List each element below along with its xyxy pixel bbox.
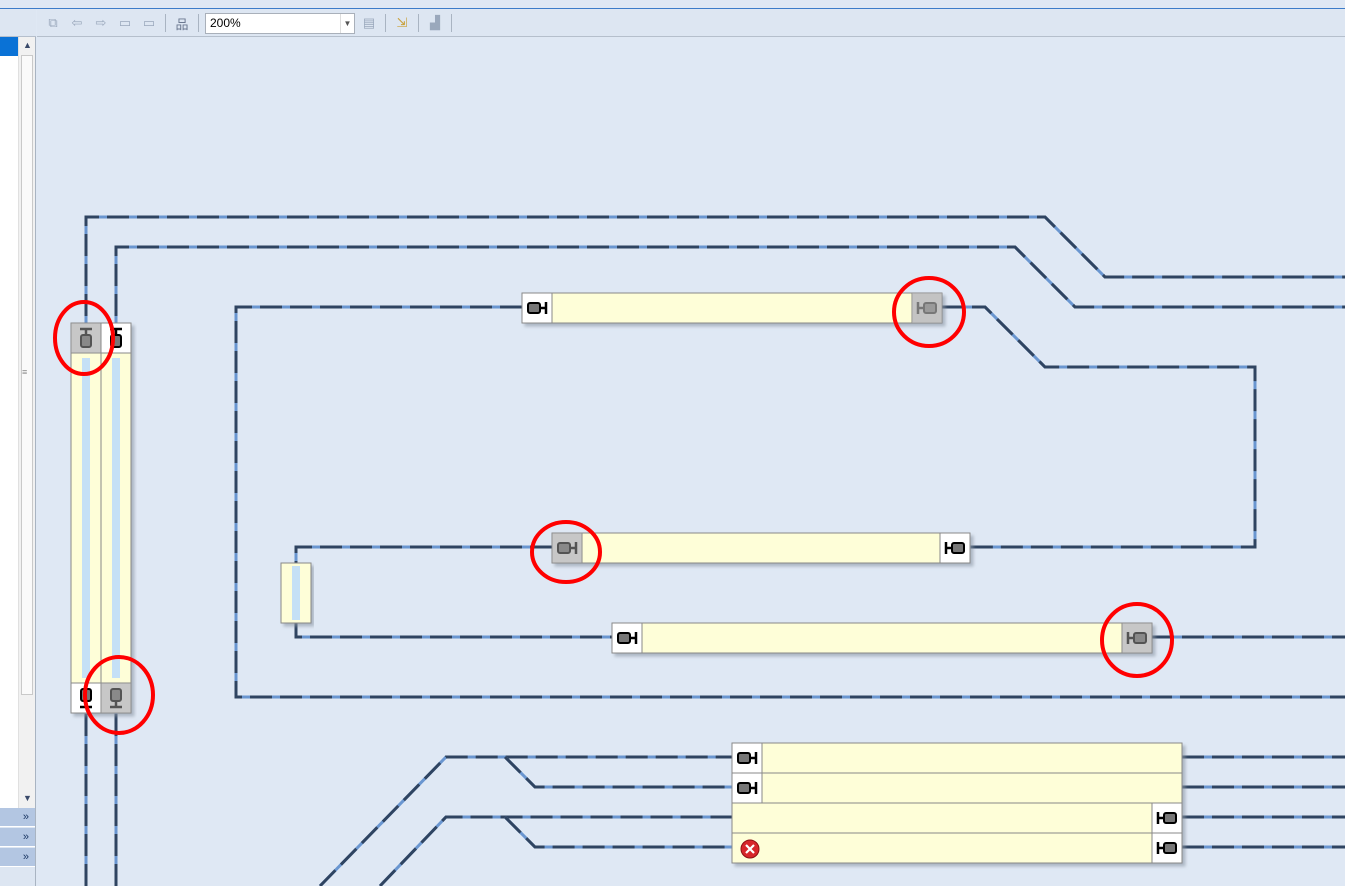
highlight-circle	[1100, 602, 1174, 678]
buffer-stop-icon[interactable]	[1150, 831, 1184, 865]
zoom-dropdown[interactable]: 200% ▼	[205, 12, 355, 34]
tree-list[interactable]	[0, 37, 18, 809]
left-panel: ▲ ≡ ▼ » » »	[0, 10, 36, 886]
diagram-canvas[interactable]	[37, 38, 1345, 886]
back-arrow-icon[interactable]: ⇦	[71, 15, 83, 30]
panel-right-icon[interactable]: ▭	[142, 15, 156, 30]
chevron-double-down-icon: »	[22, 811, 29, 823]
expand-section-1[interactable]: »	[0, 808, 35, 827]
track-segment[interactable]	[503, 755, 732, 789]
buffer-stop-icon[interactable]	[520, 291, 554, 325]
left-panel-header	[0, 10, 36, 37]
highlight-circle	[530, 520, 602, 584]
selected-list-item[interactable]	[0, 37, 18, 56]
chevron-down-icon[interactable]: ▼	[340, 13, 354, 33]
buffer-stop-icon[interactable]	[99, 321, 133, 355]
track-segment[interactable]	[378, 815, 732, 886]
platform-c[interactable]	[611, 622, 1153, 654]
scroll-down-icon[interactable]: ▼	[23, 793, 32, 803]
vertical-scrollbar[interactable]: ▲ ≡ ▼	[18, 37, 35, 809]
track-segment[interactable]	[942, 305, 1257, 549]
expand-section-2[interactable]: »	[0, 828, 35, 847]
panel-left-icon[interactable]: ▭	[118, 15, 132, 30]
track-segment-dash	[84, 215, 1345, 886]
track-segment-dash	[942, 305, 1257, 549]
vertical-platforms[interactable]	[70, 322, 132, 714]
scrollbar-thumb[interactable]	[21, 55, 33, 695]
toolbar: ⧉ ⇦ ⇨ ▭ ▭ 品 200% ▼ ▤ ⇲ ▟	[37, 10, 1345, 37]
row-dividers	[732, 772, 1182, 834]
buffer-stop-selected-icon[interactable]	[550, 531, 584, 565]
highlight-circle	[53, 300, 115, 376]
forward-arrow-icon[interactable]: ⇨	[95, 15, 107, 30]
platform-stripe	[112, 358, 120, 678]
window-top-border	[0, 0, 1345, 9]
select-pointer-icon[interactable]: ⇲	[396, 15, 408, 30]
error-icon[interactable]	[740, 839, 760, 859]
toolbar-separator	[198, 14, 199, 32]
track-segment-dash	[234, 305, 1345, 699]
platform-stripe	[82, 358, 90, 678]
grip-icon: ≡	[22, 367, 28, 377]
buffer-stop-icon[interactable]	[1150, 801, 1184, 835]
buffer-stop-selected-icon[interactable]	[1120, 621, 1154, 655]
chart-icon[interactable]: ▟	[430, 15, 440, 30]
fit-page-icon[interactable]: ▤	[362, 15, 376, 30]
buffer-stop-selected-icon[interactable]	[910, 291, 944, 325]
track-diagram[interactable]	[37, 38, 1345, 886]
track-segment[interactable]	[503, 815, 732, 849]
platform-a[interactable]	[521, 292, 943, 324]
track-segment-dash	[503, 755, 732, 789]
expand-section-3[interactable]: »	[0, 848, 35, 867]
toolbar-separator	[451, 14, 452, 32]
buffer-stop-icon[interactable]	[730, 741, 764, 775]
toolbar-separator	[165, 14, 166, 32]
hierarchy-icon[interactable]: 品	[175, 16, 189, 32]
zoom-value: 200%	[210, 15, 241, 30]
track-segment-dash	[503, 815, 732, 849]
highlight-circles	[53, 276, 1174, 735]
scroll-up-icon[interactable]: ▲	[23, 40, 32, 50]
highlight-circle	[892, 276, 966, 348]
chevron-double-down-icon: »	[22, 851, 29, 863]
toolbar-separator	[385, 14, 386, 32]
buffer-stop-selected-icon[interactable]	[99, 681, 133, 715]
layout-icon[interactable]: ⧉	[48, 15, 58, 30]
buffer-stop-selected-icon[interactable]	[69, 321, 103, 355]
track-segment-dash	[378, 815, 732, 886]
buffer-stop-icon[interactable]	[938, 531, 972, 565]
buffer-stop-icon[interactable]	[730, 771, 764, 805]
platform-stripe	[292, 566, 300, 620]
buffer-stop-icon[interactable]	[610, 621, 644, 655]
chevron-double-down-icon: »	[22, 831, 29, 843]
toolbar-separator	[418, 14, 419, 32]
platform-b[interactable]	[551, 532, 971, 564]
track-segment-dash	[318, 755, 732, 886]
highlight-circle	[83, 655, 155, 735]
